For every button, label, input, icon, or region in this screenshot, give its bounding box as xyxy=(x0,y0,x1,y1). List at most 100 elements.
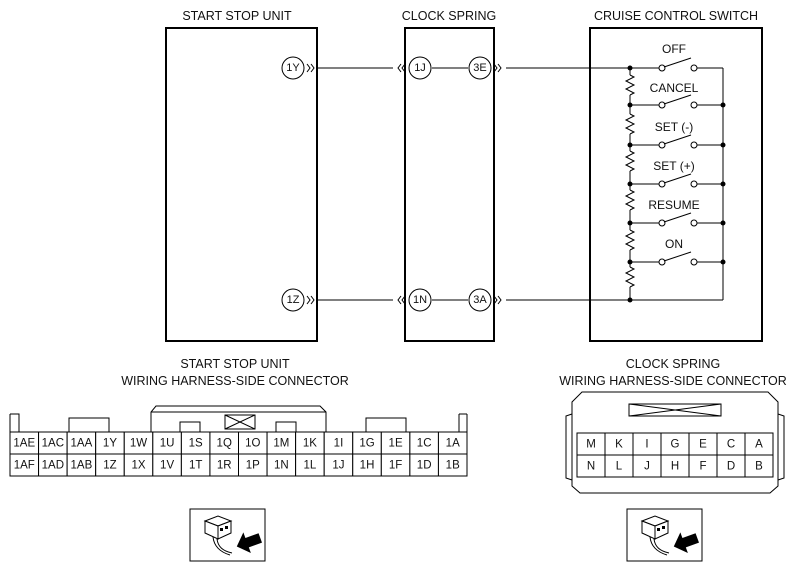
cs-connector-pin: M xyxy=(576,432,606,456)
cs-connector-pin: E xyxy=(688,432,718,456)
cs-connector-pin: A xyxy=(744,432,774,456)
svg-text:1R: 1R xyxy=(217,460,232,472)
svg-text:3E: 3E xyxy=(473,62,486,74)
svg-text:1Z: 1Z xyxy=(103,460,116,472)
svg-text:1L: 1L xyxy=(304,460,317,472)
cruise-control-switch-title: CRUISE CONTROL SWITCH xyxy=(594,9,758,23)
connector-view-arrow-icon xyxy=(189,508,266,562)
svg-text:1AF: 1AF xyxy=(14,460,35,472)
svg-text:1H: 1H xyxy=(360,460,375,472)
ssu-connector-pin: 1K xyxy=(295,431,325,455)
start-stop-unit-title: START STOP UNIT xyxy=(182,9,292,23)
svg-text:1J: 1J xyxy=(414,62,426,74)
ssu-connector-pin: 1AD xyxy=(38,453,68,477)
cs-connector-title-line2: WIRING HARNESS-SIDE CONNECTOR xyxy=(559,374,787,388)
svg-text:1AB: 1AB xyxy=(71,460,93,472)
svg-text:1A: 1A xyxy=(446,438,460,450)
ssu-connector-pin: 1L xyxy=(295,453,325,477)
cs-connector-pin: B xyxy=(744,454,774,478)
ssu-connector-pin: 1AE xyxy=(9,431,40,455)
ssu-connector-pin: 1D xyxy=(409,453,439,477)
ssu-connector-pin: 1AC xyxy=(38,431,68,455)
ssu-connector-pin: 1Y xyxy=(95,431,125,455)
svg-text:1W: 1W xyxy=(130,438,147,450)
ssu-connector-pin: 1C xyxy=(409,431,439,455)
cs-connector-pin: I xyxy=(632,432,662,456)
svg-text:1C: 1C xyxy=(417,438,432,450)
switch-label-cancel: CANCEL xyxy=(650,81,699,95)
ssu-connector-pin: 1V xyxy=(152,453,182,477)
ssu-connector-pin: 1O xyxy=(238,431,268,455)
switch-rungs xyxy=(630,57,723,301)
ssu-connector-pin: 1A xyxy=(437,431,468,455)
svg-text:1G: 1G xyxy=(359,438,374,450)
ssu-connector-pin: 1M xyxy=(266,431,297,455)
terminal-1z: 1Z xyxy=(281,288,305,312)
ssu-connector-pin: 1P xyxy=(238,453,268,477)
cs-connector-pin: C xyxy=(716,432,746,456)
start-stop-unit-box xyxy=(165,27,318,342)
cs-connector-pin: K xyxy=(604,432,634,456)
svg-text:B: B xyxy=(755,461,763,473)
ssu-connector-pin: 1X xyxy=(123,453,154,477)
terminal-1n: 1N xyxy=(408,288,432,312)
ssu-connector-pin: 1S xyxy=(180,431,211,455)
cs-connector-housing xyxy=(565,391,785,494)
svg-text:K: K xyxy=(615,439,623,451)
svg-text:1B: 1B xyxy=(446,460,460,472)
svg-text:1Z: 1Z xyxy=(287,294,300,306)
cs-connector-pin: D xyxy=(716,454,746,478)
svg-text:1P: 1P xyxy=(246,460,260,472)
ssu-connector-title-line1: START STOP UNIT xyxy=(180,357,290,371)
svg-text:1Q: 1Q xyxy=(217,438,232,450)
cs-connector-pin: H xyxy=(660,454,690,478)
svg-text:1N: 1N xyxy=(274,460,289,472)
svg-text:1AD: 1AD xyxy=(42,460,64,472)
svg-text:1J: 1J xyxy=(332,460,344,472)
connector-view-arrow-icon xyxy=(626,508,703,562)
svg-text:1K: 1K xyxy=(303,438,317,450)
ssu-connector-pin: 1G xyxy=(352,431,382,455)
terminal-1y: 1Y xyxy=(281,56,305,80)
switch-label-on: ON xyxy=(665,237,683,251)
svg-text:L: L xyxy=(616,461,623,473)
cs-connector-pin: L xyxy=(604,454,634,478)
svg-text:D: D xyxy=(727,461,735,473)
svg-text:A: A xyxy=(755,439,763,451)
switch-label-resume: RESUME xyxy=(648,198,699,212)
svg-text:1X: 1X xyxy=(131,460,145,472)
svg-text:E: E xyxy=(699,439,707,451)
ssu-connector-pin: 1AB xyxy=(66,453,97,477)
cruise-control-switch-box xyxy=(589,27,763,342)
cs-connector-pin: G xyxy=(660,432,690,456)
svg-text:H: H xyxy=(671,461,679,473)
svg-text:1D: 1D xyxy=(417,460,432,472)
ssu-connector-pin: 1U xyxy=(152,431,182,455)
clock-spring-box xyxy=(404,27,495,342)
ssu-connector-title-line2: WIRING HARNESS-SIDE CONNECTOR xyxy=(121,374,349,388)
svg-text:1F: 1F xyxy=(389,460,402,472)
svg-text:3A: 3A xyxy=(473,294,487,306)
terminal-3e: 3E xyxy=(468,56,492,80)
svg-text:1I: 1I xyxy=(334,438,344,450)
ssu-connector-pin: 1AF xyxy=(9,453,40,477)
switch-label-set-minus: SET (-) xyxy=(655,120,693,134)
switch-label-off: OFF xyxy=(662,42,686,56)
ssu-connector-pin: 1N xyxy=(266,453,297,477)
ssu-connector-pin: 1Z xyxy=(95,453,125,477)
svg-text:M: M xyxy=(586,439,596,451)
ssu-connector-pin: 1B xyxy=(437,453,468,477)
cs-connector-pin: N xyxy=(576,454,606,478)
ssu-connector-pin: 1W xyxy=(123,431,154,455)
connector-chevrons xyxy=(306,63,502,305)
ssu-connector-pin: 1F xyxy=(380,453,411,477)
ssu-connector-pin: 1E xyxy=(380,431,411,455)
svg-text:N: N xyxy=(587,461,595,473)
ssu-connector-pin: 1T xyxy=(180,453,211,477)
svg-text:1Y: 1Y xyxy=(103,438,117,450)
ssu-connector-pin: 1J xyxy=(323,453,354,477)
svg-text:1U: 1U xyxy=(160,438,175,450)
svg-text:1AA: 1AA xyxy=(71,438,93,450)
